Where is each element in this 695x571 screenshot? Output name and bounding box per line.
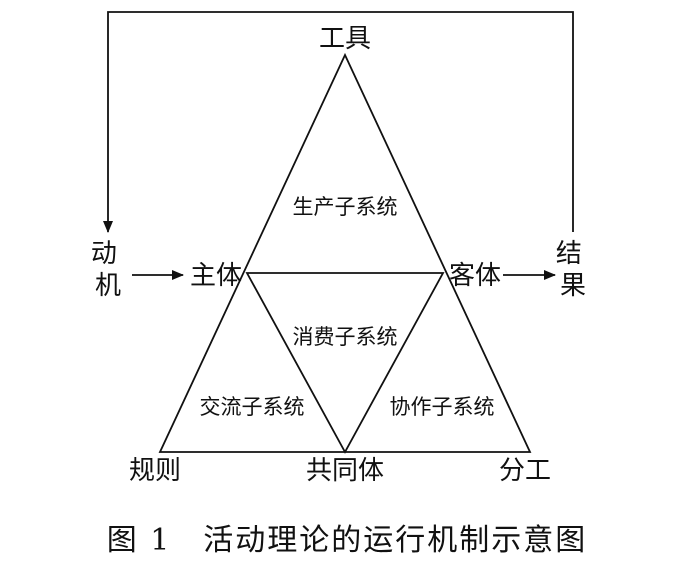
node-rules: 规则: [129, 456, 181, 486]
node-division: 分工: [499, 456, 551, 486]
subsystem-consumption: 消费子系统: [293, 325, 398, 349]
inner-triangle: [245, 272, 445, 454]
node-result-char-1: 结: [556, 239, 582, 269]
node-result-char-2: 果: [560, 271, 586, 301]
subsystem-distribution: 协作子系统: [390, 395, 495, 419]
node-object: 客体: [449, 261, 501, 291]
node-motive-char-1: 动: [91, 239, 117, 269]
node-subject: 主体: [190, 261, 242, 291]
node-motive-char-2: 机: [95, 271, 121, 301]
node-motive: 动 机: [91, 239, 125, 301]
figure-caption: 图 1 活动理论的运行机制示意图: [107, 523, 588, 558]
feedback-left-line: [103, 11, 574, 233]
outer-triangle: [158, 52, 532, 453]
node-community: 共同体: [306, 456, 384, 486]
subsystem-exchange: 交流子系统: [200, 395, 305, 419]
node-result: 结 果: [556, 239, 590, 301]
subsystem-production: 生产子系统: [293, 195, 398, 219]
node-tool: 工具: [319, 24, 371, 54]
